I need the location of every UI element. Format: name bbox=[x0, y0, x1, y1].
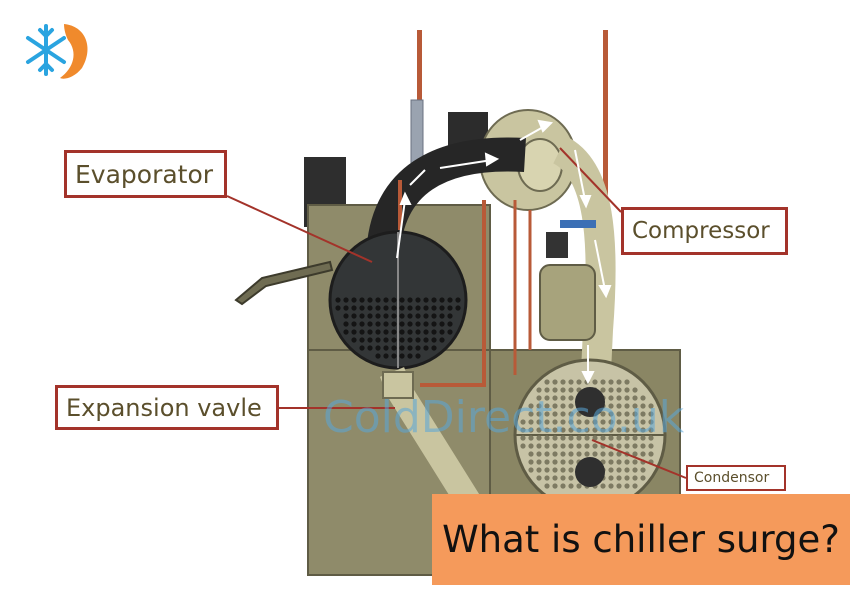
condenser-tube-bundle bbox=[520, 379, 654, 489]
valve-block bbox=[546, 232, 568, 258]
discharge-pipe bbox=[552, 136, 616, 373]
flange bbox=[560, 220, 596, 228]
evaporator-tube-bundle bbox=[335, 297, 461, 359]
expansion-valve-body bbox=[382, 371, 414, 399]
watermark-text: ColdDirect.co.uk bbox=[323, 392, 685, 443]
suction-pipe bbox=[366, 137, 526, 259]
snowflake-flame-logo bbox=[26, 24, 88, 79]
handle-lever bbox=[234, 260, 334, 306]
label-evaporator: Evaporator bbox=[64, 150, 227, 198]
oil-tank bbox=[539, 264, 596, 341]
condenser-port-top bbox=[575, 387, 605, 417]
label-compressor: Compressor bbox=[621, 207, 788, 255]
copper-tube-2 bbox=[513, 200, 532, 375]
label-expansion-valve: Expansion vavle bbox=[55, 385, 279, 430]
flow-arrows bbox=[396, 119, 612, 385]
title-banner: What is chiller surge? bbox=[432, 494, 850, 585]
label-condenser: Condensor bbox=[686, 465, 786, 491]
pointer-condenser bbox=[591, 439, 687, 479]
pipe-left bbox=[417, 30, 422, 130]
condenser-port-bottom bbox=[575, 457, 605, 487]
banner-title: What is chiller surge? bbox=[442, 518, 840, 561]
pointer-evaporator bbox=[226, 195, 373, 263]
pointer-compressor bbox=[559, 147, 622, 213]
